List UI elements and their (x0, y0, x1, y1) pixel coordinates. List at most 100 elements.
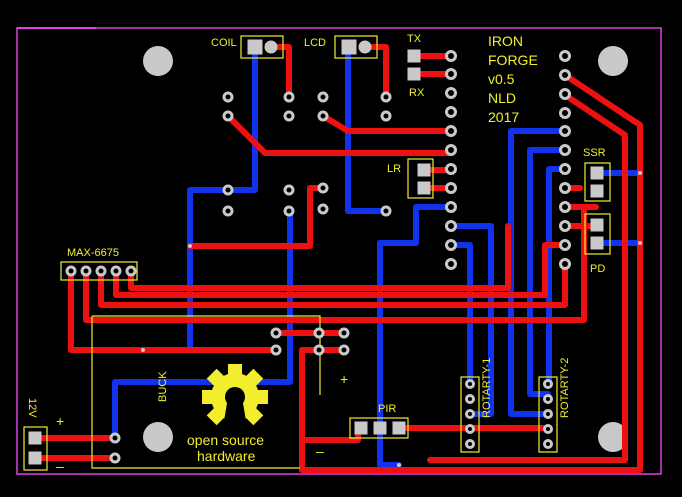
relay-pad (283, 110, 295, 122)
rotary2-pin (543, 394, 553, 404)
label-pir: PIR (378, 403, 396, 415)
title-line3: v0.5 (488, 71, 515, 87)
coil-pad-2 (264, 40, 278, 54)
mcu-left-pin (445, 201, 457, 213)
rotary2-pin (543, 409, 553, 419)
mcu-right-pin (559, 258, 571, 270)
buck-module-outline (91, 315, 321, 469)
lr-connector-outline (407, 158, 434, 199)
relay-pad (222, 110, 234, 122)
mcu-right-pin (559, 144, 571, 156)
mcu-right-pin (559, 239, 571, 251)
rotary1-pin (465, 394, 475, 404)
tx-pad (407, 49, 421, 63)
via (638, 171, 642, 175)
relay-pad (317, 91, 329, 103)
relay-pad (317, 182, 329, 194)
lr-pad-1 (417, 163, 431, 177)
lcd-connector-outline (334, 35, 378, 59)
mcu-left-pin (445, 182, 457, 194)
osh-text-line2: hardware (197, 448, 256, 464)
vias (141, 171, 642, 467)
label-12v: 12V (26, 398, 38, 418)
title-line2: FORGE (488, 52, 538, 68)
mcu-left-pin (445, 220, 457, 232)
mount-hole-top-left (143, 46, 173, 76)
title-line1: IRON (488, 33, 523, 49)
buck-pad (338, 344, 350, 356)
relay-pad (317, 110, 329, 122)
label-12v-minus: – (56, 458, 64, 474)
rotary2-outline (538, 376, 558, 453)
round-pads (65, 50, 571, 464)
coil-connector-outline (240, 35, 284, 59)
label-buck-plus: + (340, 371, 348, 387)
osh-text-line1: open source (187, 432, 264, 448)
ssr-pad-1 (590, 166, 604, 180)
rotary1-pin (465, 424, 475, 434)
label-coil: COIL (211, 37, 237, 49)
ssr-connector-outline (584, 162, 611, 202)
silkscreen-outlines (23, 35, 611, 471)
via (397, 463, 401, 467)
lr-pad-2 (417, 181, 431, 195)
mcu-left-pin (445, 106, 457, 118)
relay-pad (317, 203, 329, 215)
gear-tooth (254, 390, 268, 404)
v12-pad-1 (28, 431, 42, 445)
gear-notch (223, 403, 247, 427)
label-lr: LR (387, 163, 401, 175)
v12-pad-2 (28, 451, 42, 465)
pd-connector-outline (584, 213, 611, 255)
relay-pad (222, 184, 234, 196)
mcu-right-pin (559, 50, 571, 62)
ssr-pad-2 (590, 184, 604, 198)
mcu-left-pin (445, 258, 457, 270)
label-tx: TX (407, 33, 422, 45)
mcu-right-pin (559, 88, 571, 100)
label-rotary1: ROTARTY-1 (481, 358, 493, 418)
gear-tooth (202, 390, 216, 404)
mcu-right-pin (559, 220, 571, 232)
relay-pad (222, 205, 234, 217)
relay-pad (380, 205, 392, 217)
label-buck: BUCK (157, 371, 169, 402)
rx-pad (407, 67, 421, 81)
pd-pad-2 (590, 236, 604, 250)
mcu-right-pin (559, 69, 571, 81)
mcu-left-pin (445, 239, 457, 251)
mcu-left-pin (445, 125, 457, 137)
mcu-right-pin (559, 163, 571, 175)
rotary1-pin (465, 409, 475, 419)
pd-pad-1 (590, 218, 604, 232)
mcu-right-pin (559, 125, 571, 137)
rotary1-pin (465, 439, 475, 449)
buck-pad (270, 344, 282, 356)
pir-pad-2 (373, 421, 387, 435)
rotary2-pin (543, 439, 553, 449)
max6675-pin (80, 265, 92, 277)
top-copper-traces (32, 44, 643, 473)
relay-pad (283, 205, 295, 217)
buck-pad (109, 432, 121, 444)
mount-holes (143, 46, 628, 452)
v12-connector-outline (23, 426, 48, 471)
lcd-pad-1 (341, 39, 357, 55)
mcu-left-pin (445, 144, 457, 156)
mcu-left-pin (445, 68, 457, 80)
pir-pad-1 (354, 421, 368, 435)
rotary2-pin (543, 424, 553, 434)
mcu-left-pin (445, 163, 457, 175)
relay-pad (222, 91, 234, 103)
buck-pad (270, 327, 282, 339)
mcu-right-pin (559, 107, 571, 119)
title-line5: 2017 (488, 109, 519, 125)
gear-hole (225, 387, 245, 407)
rotary1-pin (465, 379, 475, 389)
pir-pad-3 (392, 421, 406, 435)
buck-pad (313, 344, 325, 356)
max6675-pin (125, 265, 137, 277)
rotary1-outline (460, 376, 480, 453)
max6675-pin (95, 265, 107, 277)
